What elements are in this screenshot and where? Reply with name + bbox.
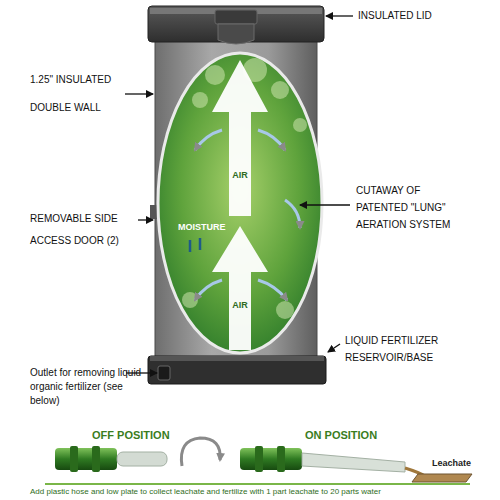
output-label: Leachate (432, 458, 498, 469)
part-label: INSULATED LID (358, 10, 488, 22)
position-label: OFF POSITION (92, 429, 212, 442)
flow-label: AIR (226, 170, 254, 181)
part-label: REMOVABLE SIDE ACCESS DOOR (2) (30, 208, 136, 252)
flow-label: AIR (226, 300, 254, 311)
part-label: LIQUID FERTILIZER RESERVOIR/BASE (345, 332, 485, 366)
instruction-note: Add plastic hose and low plate to collec… (30, 487, 495, 497)
part-label: 1.25" INSULATED DOUBLE WALL (30, 66, 138, 122)
flow-label: MOISTURE (178, 222, 238, 233)
position-label: ON POSITION (305, 429, 425, 442)
note-label: Outlet for removing liquid organic ferti… (30, 366, 142, 408)
part-label: CUTAWAY OF PATENTED "LUNG" AERATION SYST… (356, 182, 468, 233)
